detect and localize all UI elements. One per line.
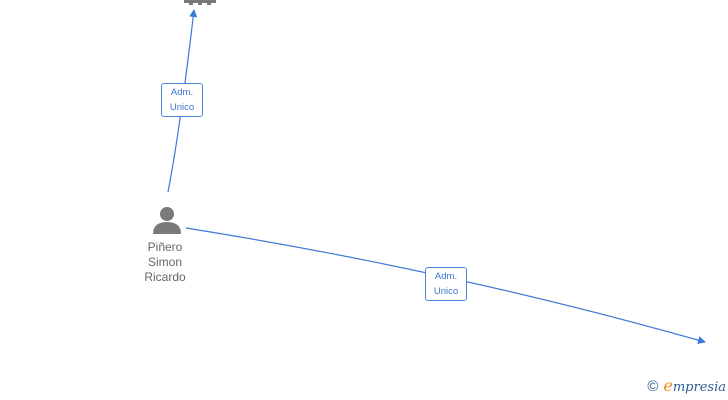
copyright-icon: © bbox=[647, 377, 659, 395]
brand-initial: e bbox=[663, 375, 673, 395]
person-name-line: Simon bbox=[147, 255, 182, 269]
brand-rest: mpresia bbox=[672, 379, 726, 395]
person-name-line: Ricardo bbox=[144, 270, 186, 284]
edge-label-line: Unico bbox=[169, 102, 195, 113]
edge-label-line: Unico bbox=[433, 286, 459, 297]
brand-logo: empresia bbox=[663, 375, 726, 395]
edge-label-role[interactable]: Adm. Unico bbox=[161, 83, 203, 117]
edge-label-line: Adm. bbox=[434, 271, 458, 282]
edge-label-line: Adm. bbox=[170, 87, 194, 98]
person-icon[interactable] bbox=[153, 207, 181, 234]
person-name[interactable]: Piñero Simon Ricardo bbox=[125, 240, 205, 285]
watermark[interactable]: © empresia bbox=[647, 376, 726, 396]
person-name-line: Piñero bbox=[147, 240, 183, 254]
edge-label-role[interactable]: Adm. Unico bbox=[425, 267, 467, 301]
company-icon[interactable] bbox=[184, 0, 216, 5]
